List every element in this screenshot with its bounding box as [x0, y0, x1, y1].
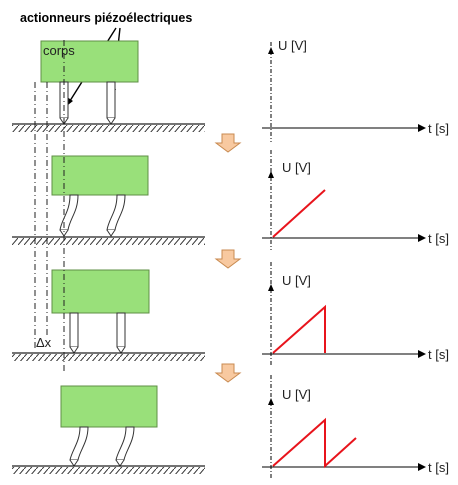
- ground-hatch: [12, 467, 205, 474]
- ground-hatch: [12, 238, 205, 245]
- delta-x-label: Δx: [36, 335, 52, 350]
- body-block: [51, 269, 150, 314]
- y-axis-label: U [V]: [282, 273, 311, 288]
- x-axis-label: t [s]: [428, 231, 449, 246]
- body-block: [40, 40, 139, 83]
- voltage-graph-3: U [V] t [s]: [262, 262, 449, 366]
- piezo-leg: [116, 312, 126, 348]
- ground-hatch: [12, 354, 205, 361]
- ground-hatch: [12, 125, 205, 132]
- step-1-rest: corps: [12, 40, 205, 132]
- down-arrow-icon: [214, 363, 242, 383]
- piezo-leg-bent: [69, 426, 89, 461]
- reference-lines: [34, 40, 65, 372]
- piezo-leg: [69, 312, 79, 348]
- voltage-graph-4: U [V] t [s]: [262, 375, 449, 480]
- signal-line: [272, 189, 326, 238]
- x-axis-label: t [s]: [428, 121, 449, 136]
- signal-line: [272, 417, 357, 469]
- x-axis-label: t [s]: [428, 347, 449, 362]
- piezo-leg-bent: [59, 194, 79, 231]
- step-4-repeat: [12, 385, 205, 474]
- signal-line: [272, 304, 326, 354]
- piezo-leg: [59, 81, 69, 119]
- step-2-ramp-up: [12, 155, 205, 245]
- x-axis-label: t [s]: [428, 460, 449, 475]
- step-3-drop: Δx: [12, 269, 205, 361]
- diagram-title: actionneurs piézoélectriques: [20, 11, 192, 25]
- piezo-leg-bent: [115, 426, 135, 461]
- voltage-graph-2: U [V] t [s]: [262, 150, 449, 250]
- voltage-graph-1: U [V] t [s]: [262, 38, 449, 142]
- y-axis-label: U [V]: [278, 38, 307, 53]
- piezo-leg: [106, 81, 116, 119]
- down-arrow-icon: [214, 249, 242, 269]
- body-block: [60, 385, 158, 428]
- down-arrow-icon: [214, 133, 242, 153]
- body-block: [51, 155, 149, 196]
- y-axis-label: U [V]: [282, 160, 311, 175]
- y-axis-label: U [V]: [282, 387, 311, 402]
- body-label: corps: [43, 43, 75, 58]
- piezo-leg-bent: [106, 194, 126, 231]
